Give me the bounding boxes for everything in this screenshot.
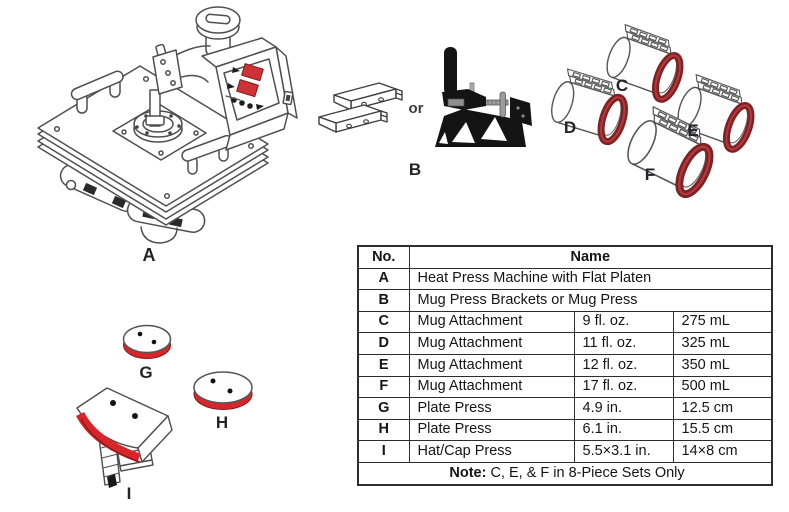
center-post — [145, 43, 183, 127]
part-size-metric: 14×8 cm — [672, 440, 773, 463]
part-size-metric: 12.5 cm — [672, 397, 773, 420]
control-panel — [201, 37, 298, 151]
heat-press-machine-illustration — [37, 6, 298, 244]
part-size-imperial: 11 fl. oz. — [573, 332, 674, 355]
table-note-row: Note: C, E, & F in 8-Piece Sets Only — [357, 461, 773, 486]
label-i: I — [126, 484, 132, 503]
mug-press-illustration — [435, 47, 532, 147]
label-or: or — [408, 100, 424, 117]
part-size-imperial: 4.9 in. — [573, 397, 674, 420]
part-name: Hat/Cap Press — [408, 440, 575, 463]
part-name: Heat Press Machine with Flat Platen — [408, 267, 773, 291]
mug-press-body — [435, 47, 532, 147]
part-size-imperial: 12 fl. oz. — [573, 353, 674, 377]
label-f: F — [644, 165, 656, 184]
part-no: G — [357, 397, 410, 420]
label-e: E — [687, 121, 699, 140]
hat-cap-press-illustration — [75, 387, 173, 488]
pressure-plate — [112, 103, 207, 161]
label-g: G — [139, 363, 153, 382]
part-size-imperial: 5.5×3.1 in. — [573, 440, 674, 463]
table-row: D Mug Attachment 11 fl. oz. 325 mL — [357, 332, 773, 355]
part-name: Mug Attachment — [408, 375, 575, 399]
table-row: A Heat Press Machine with Flat Platen — [357, 267, 773, 291]
part-no: E — [357, 353, 410, 377]
part-size-imperial: 6.1 in. — [573, 418, 674, 442]
label-h: H — [215, 413, 229, 432]
label-c: C — [615, 76, 629, 95]
plate-presses-illustration — [122, 324, 253, 410]
part-no: H — [357, 418, 410, 442]
note-text: C, E, & F in 8-Piece Sets Only — [486, 464, 685, 481]
part-no: B — [357, 289, 410, 312]
table-row: C Mug Attachment 9 fl. oz. 275 mL — [357, 310, 773, 334]
part-name: Plate Press — [408, 397, 575, 420]
part-no: C — [357, 310, 410, 334]
note-cell: Note: C, E, & F in 8-Piece Sets Only — [357, 461, 773, 486]
part-size-metric: 500 mL — [672, 375, 773, 399]
part-name: Mug Attachment — [408, 310, 575, 334]
panel-buttons — [227, 67, 264, 110]
header-no: No. — [357, 245, 410, 269]
table-row: I Hat/Cap Press 5.5×3.1 in. 14×8 cm — [357, 440, 773, 463]
label-d: D — [563, 118, 577, 137]
part-name: Plate Press — [408, 418, 575, 442]
part-size-metric: 15.5 cm — [672, 418, 773, 442]
parts-table: No. Name A Heat Press Machine with Flat … — [357, 245, 774, 486]
platen-handles — [70, 70, 234, 175]
table-row: G Plate Press 4.9 in. 12.5 cm — [357, 397, 773, 420]
part-size-metric: 275 mL — [672, 310, 773, 334]
plate-press-h — [193, 371, 253, 410]
plate-press-g — [122, 324, 172, 359]
table-row: F Mug Attachment 17 fl. oz. 500 mL — [357, 375, 773, 399]
table-row: E Mug Attachment 12 fl. oz. 350 mL — [357, 353, 773, 377]
part-no: A — [357, 267, 410, 291]
part-size-metric: 325 mL — [672, 332, 773, 355]
label-a: A — [142, 245, 156, 265]
part-name: Mug Press Brackets or Mug Press — [408, 289, 773, 312]
part-name: Mug Attachment — [408, 332, 575, 355]
part-size-metric: 350 mL — [672, 353, 773, 377]
table-header-row: No. Name — [357, 245, 773, 269]
part-no: I — [357, 440, 410, 463]
part-no: F — [357, 375, 410, 399]
part-no: D — [357, 332, 410, 355]
part-size-imperial: 17 fl. oz. — [573, 375, 674, 399]
header-name: Name — [408, 245, 773, 269]
note-label: Note: — [449, 464, 487, 481]
label-b: B — [408, 160, 422, 179]
led-display — [236, 63, 264, 98]
mug-press-brackets-illustration — [318, 82, 403, 133]
part-size-imperial: 9 fl. oz. — [573, 310, 674, 334]
part-name: Mug Attachment — [408, 353, 575, 377]
table-row: H Plate Press 6.1 in. 15.5 cm — [357, 418, 773, 442]
table-row: B Mug Press Brackets or Mug Press — [357, 289, 773, 312]
